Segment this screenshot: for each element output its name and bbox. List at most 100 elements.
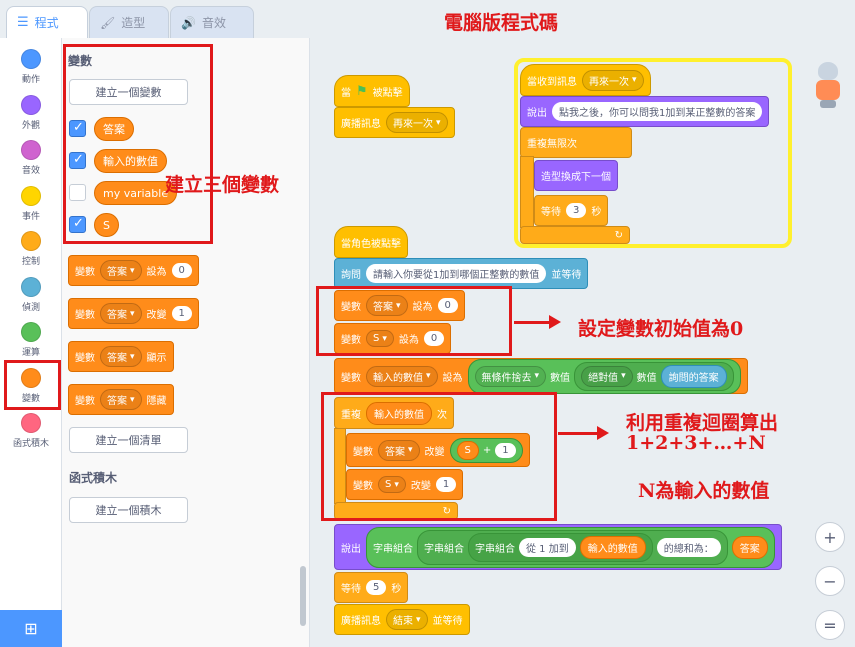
wait-input[interactable]: 5	[366, 580, 387, 595]
zoom-reset-icon: =	[823, 615, 837, 635]
math-function-dropdown[interactable]: 絕對值	[581, 365, 633, 387]
say-text-input[interactable]: 點我之後，你可以問我1加到某正整數的答案	[552, 102, 763, 121]
show-variable-block[interactable]: 變數 答案 顯示	[68, 341, 174, 372]
wait-block[interactable]: 等待 3 秒	[534, 195, 609, 226]
variable-dropdown[interactable]: 答案	[100, 389, 142, 410]
wait-block[interactable]: 等待 5 秒	[334, 572, 409, 603]
variable-reporter[interactable]: 答案	[731, 535, 768, 559]
when-flag-clicked-block[interactable]: 當 ⚑ 被點擊	[334, 75, 410, 107]
message-dropdown[interactable]: 再來一次	[582, 69, 644, 91]
change-variable-block[interactable]: 變數 S 改變 1	[346, 469, 464, 500]
category-item[interactable]: 控制	[0, 226, 62, 272]
category-item[interactable]: 運算	[0, 317, 62, 363]
abs-operator[interactable]: 絕對值 數值 詢問的答案	[574, 361, 734, 391]
category-item[interactable]: 事件	[0, 181, 62, 227]
variable-reporter[interactable]: my variable	[94, 181, 178, 205]
category-item[interactable]: 音效	[0, 135, 62, 181]
message-dropdown[interactable]: 結束	[386, 609, 428, 630]
variable-checkbox[interactable]	[69, 216, 86, 233]
join-operator[interactable]: 字串組合 字串組合 字串組合 從 1 加到 輸入的數值 的總和為： 答案	[366, 526, 775, 568]
text-input[interactable]: 的總和為：	[656, 537, 721, 557]
variable-reporter[interactable]: S	[94, 213, 119, 237]
zoom-reset-button[interactable]: =	[815, 610, 845, 640]
set-variable-block[interactable]: 變數 輸入的數值 設為 無條件捨去 數值 絕對值 數值 詢問的答案	[334, 358, 748, 394]
change-variable-block[interactable]: 變數 答案 改變 S + 1	[346, 433, 530, 467]
value-input[interactable]: 0	[171, 263, 192, 278]
hide-variable-block[interactable]: 變數 答案 隱藏	[68, 384, 174, 415]
block-label: 變數	[341, 335, 361, 346]
block-label: 設為	[146, 267, 167, 278]
repeat-block[interactable]: 重複 輸入的數值 次	[334, 397, 454, 429]
forever-block[interactable]: 重複無限次	[520, 127, 632, 158]
value-input[interactable]: 1	[495, 442, 516, 458]
category-item[interactable]: 偵測	[0, 272, 62, 318]
variable-dropdown[interactable]: 輸入的數值	[366, 365, 438, 387]
tab-sounds[interactable]: 🔊 音效	[170, 6, 254, 38]
arrow-icon	[558, 426, 609, 440]
when-sprite-clicked-block[interactable]: 當角色被點擊	[334, 226, 408, 258]
join-operator[interactable]: 字串組合 字串組合 從 1 加到 輸入的數值 的總和為：	[417, 529, 728, 565]
add-operator[interactable]: S + 1	[449, 437, 523, 463]
set-variable-block[interactable]: 變數 答案 設為 0	[334, 290, 465, 321]
variable-dropdown[interactable]: 答案	[100, 346, 142, 367]
block-label: 說出	[341, 543, 361, 555]
block-label: 設為	[412, 302, 433, 313]
make-list-button[interactable]: 建立一個清單	[69, 427, 188, 453]
make-block-button[interactable]: 建立一個積木	[69, 497, 188, 523]
join-operator[interactable]: 字串組合 從 1 加到 輸入的數值	[468, 532, 653, 562]
set-variable-block[interactable]: 變數 S 設為 0	[334, 323, 452, 354]
say-block[interactable]: 說出 字串組合 字串組合 字串組合 從 1 加到 輸入的數值 的總和為： 答案	[334, 524, 782, 570]
add-extension-button[interactable]: ⊞	[0, 610, 62, 647]
message-dropdown[interactable]: 再來一次	[386, 112, 448, 133]
variable-dropdown[interactable]: 答案	[100, 260, 142, 281]
sprite-thumbnail-icon[interactable]	[808, 60, 848, 110]
next-costume-block[interactable]: 造型換成下一個	[534, 160, 618, 191]
value-input[interactable]: 0	[423, 331, 445, 346]
wait-input[interactable]: 3	[566, 203, 587, 218]
variable-checkbox[interactable]	[69, 152, 86, 169]
value-input[interactable]: 1	[435, 477, 457, 492]
math-function-dropdown[interactable]: 無條件捨去	[474, 365, 547, 387]
variable-dropdown[interactable]: 答案	[378, 439, 420, 461]
variable-reporter[interactable]: 答案	[94, 117, 134, 141]
block-label: 被點擊	[372, 87, 403, 99]
change-variable-block[interactable]: 變數 答案 改變 1	[68, 298, 199, 329]
broadcast-block[interactable]: 廣播訊息 再來一次	[334, 107, 455, 138]
category-color-icon	[21, 231, 41, 251]
zoom-out-button[interactable]: −	[815, 566, 845, 596]
tab-code[interactable]: ☰ 程式	[6, 6, 88, 38]
palette-scrollbar[interactable]	[300, 566, 306, 626]
value-input[interactable]: 1	[171, 306, 192, 321]
category-label: 變數	[21, 393, 40, 404]
value-input[interactable]: 0	[437, 298, 458, 313]
category-item[interactable]: 變數	[0, 363, 62, 409]
set-variable-block[interactable]: 變數 答案 設為 0	[68, 255, 199, 286]
broadcast-and-wait-block[interactable]: 廣播訊息 結束 並等待	[334, 604, 470, 635]
variable-reporter[interactable]: S	[456, 440, 479, 460]
category-label: 外觀	[21, 120, 40, 131]
zoom-in-button[interactable]: +	[815, 522, 845, 552]
variable-dropdown[interactable]: 答案	[100, 303, 142, 324]
annotation-loop-line3: N為輸入的數值	[638, 480, 770, 502]
variable-dropdown[interactable]: 答案	[366, 295, 408, 316]
when-receive-block[interactable]: 當收到訊息 再來一次	[520, 64, 651, 96]
make-variable-button[interactable]: 建立一個變數	[69, 79, 188, 105]
ask-and-wait-block[interactable]: 詢問 請輸入你要從1加到哪個正整數的數值 並等待	[334, 258, 589, 289]
text-input[interactable]: 從 1 加到	[519, 537, 576, 557]
variable-dropdown[interactable]: S	[366, 330, 394, 347]
tab-costumes[interactable]: 🖌 造型	[89, 6, 169, 38]
variable-checkbox[interactable]	[69, 184, 86, 201]
variable-reporter[interactable]: 輸入的數值	[94, 149, 167, 173]
answer-reporter[interactable]: 詢問的答案	[660, 364, 727, 388]
variable-dropdown[interactable]: S	[378, 476, 406, 493]
category-item[interactable]: 動作	[0, 44, 62, 90]
ask-text-input[interactable]: 請輸入你要從1加到哪個正整數的數值	[366, 264, 547, 283]
variable-reporter[interactable]: 輸入的數值	[579, 535, 646, 559]
tab-costumes-label: 造型	[121, 16, 146, 30]
category-item[interactable]: 外觀	[0, 90, 62, 136]
variable-reporter[interactable]: 輸入的數值	[366, 401, 432, 425]
variable-checkbox[interactable]	[69, 120, 86, 137]
floor-operator[interactable]: 無條件捨去 數值 絕對值 數值 詢問的答案	[467, 358, 741, 394]
category-item[interactable]: 函式積木	[0, 408, 62, 454]
say-block[interactable]: 說出 點我之後，你可以問我1加到某正整數的答案	[520, 96, 770, 127]
